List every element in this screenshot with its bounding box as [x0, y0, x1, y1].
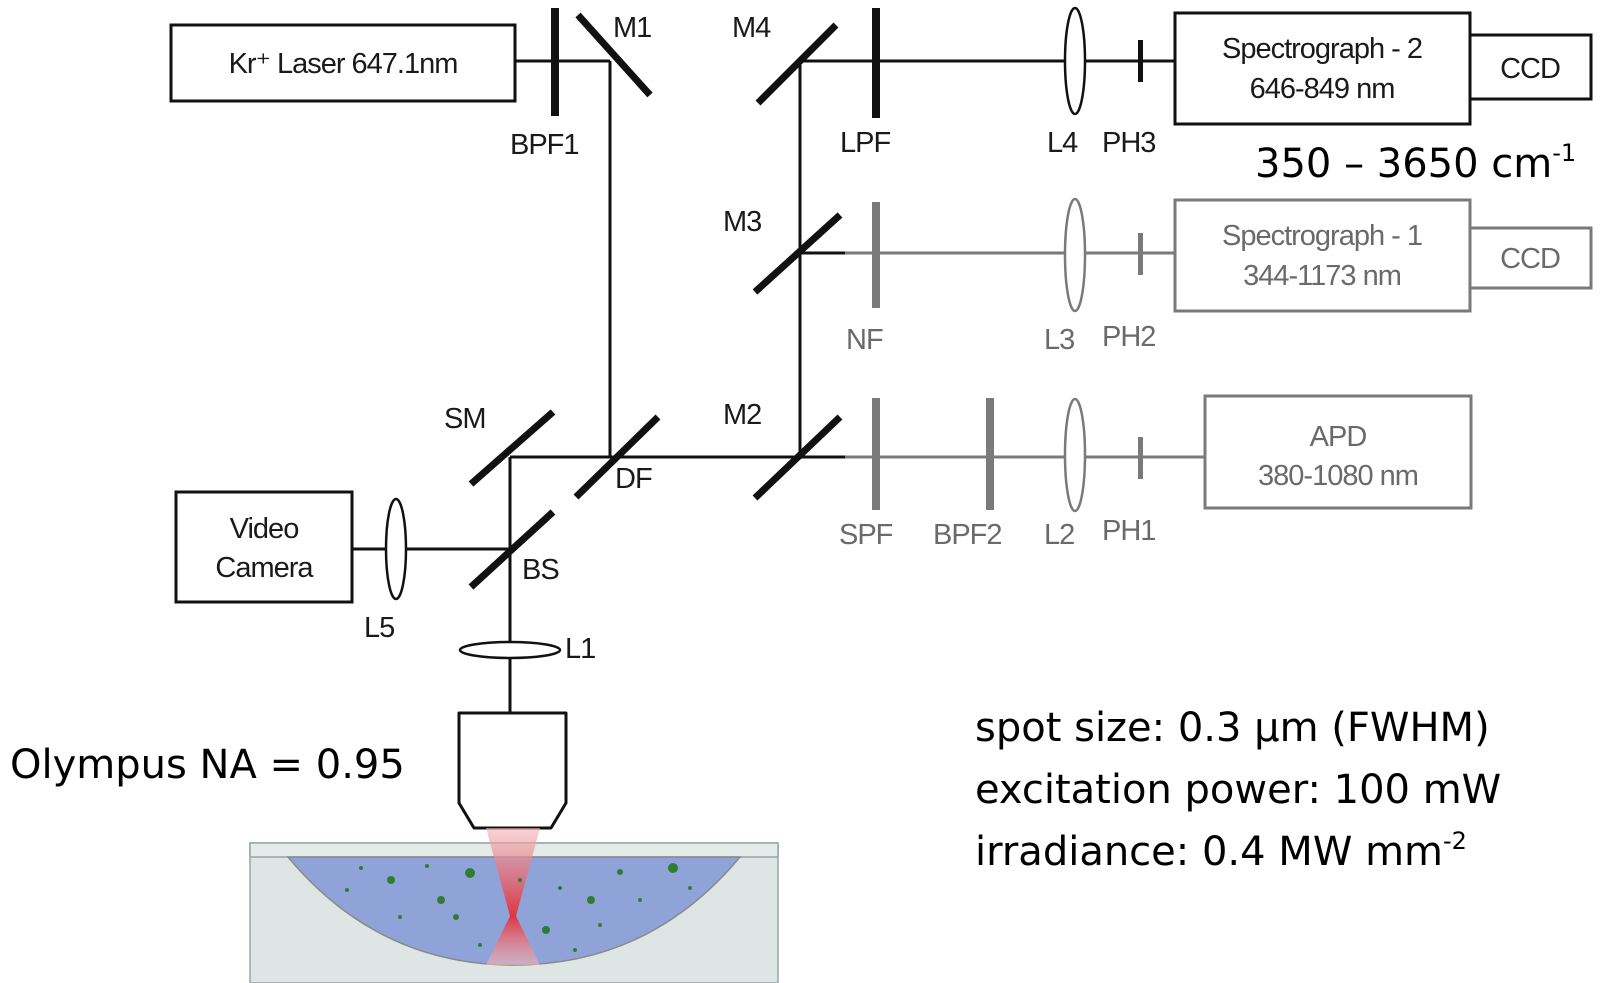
label-bs: BS: [522, 554, 559, 586]
filter-bpf2: [986, 398, 994, 510]
label-df: DF: [615, 463, 652, 495]
label-bpf2: BPF2: [933, 519, 1002, 551]
irradiance-exponent: -2: [1443, 827, 1467, 855]
spectrograph-2-box: [1173, 11, 1472, 126]
spectrograph-1-title: Spectrograph - 1: [1222, 220, 1422, 252]
label-l5: L5: [364, 612, 394, 644]
particles: [345, 863, 692, 952]
laser-label: Kr⁺ Laser 647.1nm: [229, 48, 458, 80]
label-m1: M1: [613, 12, 651, 44]
filter-spf: [872, 398, 880, 510]
beamsplitter-bs: [468, 509, 556, 590]
spectrograph-2-range: 646-849 nm: [1250, 73, 1395, 105]
label-m2: M2: [723, 399, 761, 431]
filter-lpf: [872, 8, 880, 118]
sample-well: [249, 828, 779, 983]
mirror-m1: [575, 12, 653, 98]
focused-beam-lower: [486, 916, 540, 965]
pinhole-ph2: [1138, 233, 1143, 275]
spectrograph-2-title: Spectrograph - 2: [1222, 33, 1422, 65]
label-spf: SPF: [839, 519, 893, 551]
label-m3: M3: [723, 206, 761, 238]
video-camera-line2: Camera: [215, 552, 314, 584]
mirror-m3: [752, 212, 843, 295]
laser-box: [169, 23, 517, 103]
pinhole-ph3: [1138, 40, 1143, 82]
raman-range-annotation: 350 – 3650 cm-1: [1255, 139, 1576, 187]
objective-lens: [457, 711, 568, 830]
lens-l4: [1063, 6, 1087, 116]
raman-range-exponent: -1: [1552, 139, 1576, 167]
ccd-mid-box: [1468, 226, 1593, 290]
lens-l1: [458, 640, 562, 660]
lens-l3: [1063, 197, 1087, 313]
filter-nf: [872, 202, 880, 308]
mirror-m4: [755, 22, 839, 106]
label-l1: L1: [565, 633, 595, 665]
objective-annotation: Olympus NA = 0.95: [10, 742, 405, 788]
irradiance-annotation: irradiance: 0.4 MW mm-2: [975, 827, 1467, 875]
label-l3: L3: [1044, 324, 1074, 356]
lens-l2: [1063, 397, 1087, 513]
label-lpf: LPF: [840, 127, 890, 159]
filter-bpf1: [551, 8, 559, 116]
focused-beam-upper: [486, 828, 540, 916]
video-camera-line1: Video: [230, 513, 299, 545]
label-nf: NF: [846, 324, 883, 356]
video-camera-box: [174, 490, 354, 604]
ccd-top-label: CCD: [1500, 53, 1560, 85]
label-m4: M4: [732, 12, 771, 44]
label-ph3: PH3: [1102, 127, 1155, 159]
spot-size-annotation: spot size: 0.3 µm (FWHM): [975, 705, 1490, 751]
dichroic-filter-df: [573, 414, 661, 500]
spectrograph-1-range: 344-1173 nm: [1243, 260, 1401, 292]
excitation-power-annotation: excitation power: 100 mW: [975, 767, 1501, 813]
spectrograph-1-box: [1173, 198, 1472, 313]
apd-box: [1203, 394, 1473, 510]
ccd-top-box: [1468, 33, 1593, 101]
label-ph1: PH1: [1102, 515, 1155, 547]
label-ph2: PH2: [1102, 321, 1155, 353]
lens-l5: [384, 497, 408, 601]
beam-paths-black: [352, 59, 1175, 713]
label-bpf1: BPF1: [510, 129, 579, 161]
scanning-mirror-sm: [468, 409, 556, 487]
label-l2: L2: [1044, 519, 1074, 551]
pinhole-ph1: [1138, 437, 1143, 479]
label-sm: SM: [444, 403, 486, 435]
beam-paths-gray: [845, 251, 1205, 459]
mirror-m2: [752, 414, 843, 501]
apd-range: 380-1080 nm: [1258, 460, 1418, 492]
ccd-mid-label: CCD: [1500, 243, 1560, 275]
label-l4: L4: [1047, 127, 1078, 159]
apd-title: APD: [1310, 421, 1367, 453]
